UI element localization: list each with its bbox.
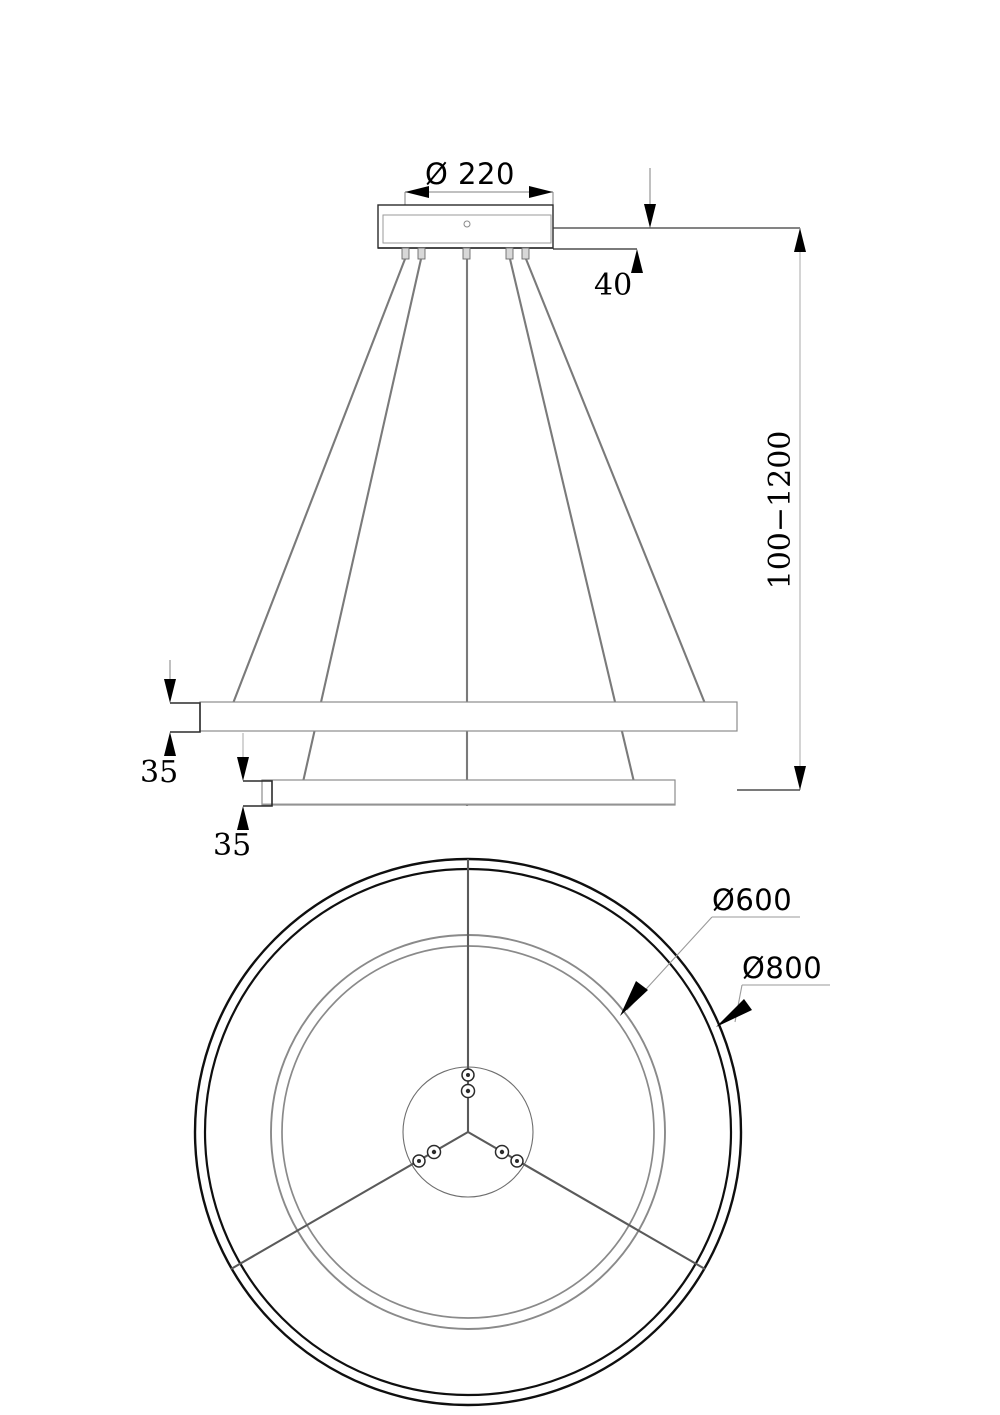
label-lower-ring-thickness: 35 bbox=[213, 828, 251, 863]
cable-anchor bbox=[401, 247, 410, 260]
upper-ring-body bbox=[199, 701, 738, 732]
dim-arrow-left-canopy bbox=[405, 186, 429, 198]
dim-jog-35-upper bbox=[170, 702, 201, 733]
anchor-eyelet bbox=[510, 1154, 524, 1168]
dim-arrow-suspension-up bbox=[794, 228, 806, 252]
dimension-canopy-height: 40 bbox=[553, 168, 656, 303]
label-upper-ring-thickness: 35 bbox=[140, 755, 178, 790]
canopy-center-hole bbox=[463, 220, 471, 228]
cable-anchor bbox=[417, 247, 426, 260]
dim-arrow-35-upper-down bbox=[164, 679, 176, 703]
label-canopy-height: 40 bbox=[594, 268, 632, 303]
dimension-upper-ring-thickness: 35 bbox=[140, 660, 201, 790]
suspension-cable bbox=[525, 258, 707, 707]
cable-anchors bbox=[401, 247, 530, 260]
upper-ring-elevation bbox=[199, 701, 738, 732]
anchor-eyelet bbox=[460, 1083, 476, 1099]
leader-arrow-600 bbox=[620, 981, 648, 1016]
label-suspension-range: 100−1200 bbox=[763, 431, 798, 590]
dim-arrow-40-down bbox=[644, 204, 656, 228]
suspension-cable bbox=[508, 258, 636, 783]
dim-arrow-35-lower-up bbox=[237, 806, 249, 830]
leader-arrow-800 bbox=[716, 999, 752, 1027]
dim-arrow-suspension-down bbox=[794, 766, 806, 790]
suspension-cable bbox=[301, 258, 423, 783]
anchor-eyelet bbox=[461, 1068, 475, 1082]
anchor-eyelet bbox=[412, 1154, 426, 1168]
plan-anchor-eyelets bbox=[412, 1068, 524, 1168]
leader-outer-ring-diameter: Ø800 bbox=[716, 951, 830, 1027]
lower-ring-body bbox=[261, 779, 676, 806]
label-outer-ring-diameter: Ø800 bbox=[742, 951, 822, 985]
label-canopy-diameter: Ø 220 bbox=[425, 157, 515, 191]
dimension-suspension-range: 100−1200 bbox=[737, 228, 806, 791]
lower-ring-elevation bbox=[261, 779, 676, 806]
cable-anchor bbox=[505, 247, 514, 260]
dim-arrow-40-up bbox=[631, 249, 643, 273]
cable-anchor bbox=[521, 247, 530, 260]
dimension-lower-ring-thickness: 35 bbox=[213, 733, 273, 863]
elevation-view: Ø 220 bbox=[140, 157, 806, 863]
dim-arrow-right-canopy bbox=[529, 186, 553, 198]
cable-anchor bbox=[462, 247, 471, 260]
anchor-eyelet bbox=[494, 1144, 510, 1160]
canopy-inner-face bbox=[382, 214, 552, 244]
label-inner-ring-diameter: Ø600 bbox=[712, 883, 792, 917]
anchor-eyelet bbox=[426, 1144, 442, 1160]
suspension-cable bbox=[231, 258, 406, 707]
suspension-cables bbox=[231, 258, 707, 806]
dimension-canopy-diameter: Ø 220 bbox=[404, 157, 554, 208]
dim-jog-35-lower bbox=[243, 780, 273, 807]
plan-view: Ø600 Ø800 bbox=[193, 857, 830, 1407]
leader-inner-ring-diameter: Ø600 bbox=[620, 883, 800, 1016]
dim-arrow-35-lower-down bbox=[237, 757, 249, 781]
dim-arrow-35-upper-up bbox=[164, 732, 176, 756]
